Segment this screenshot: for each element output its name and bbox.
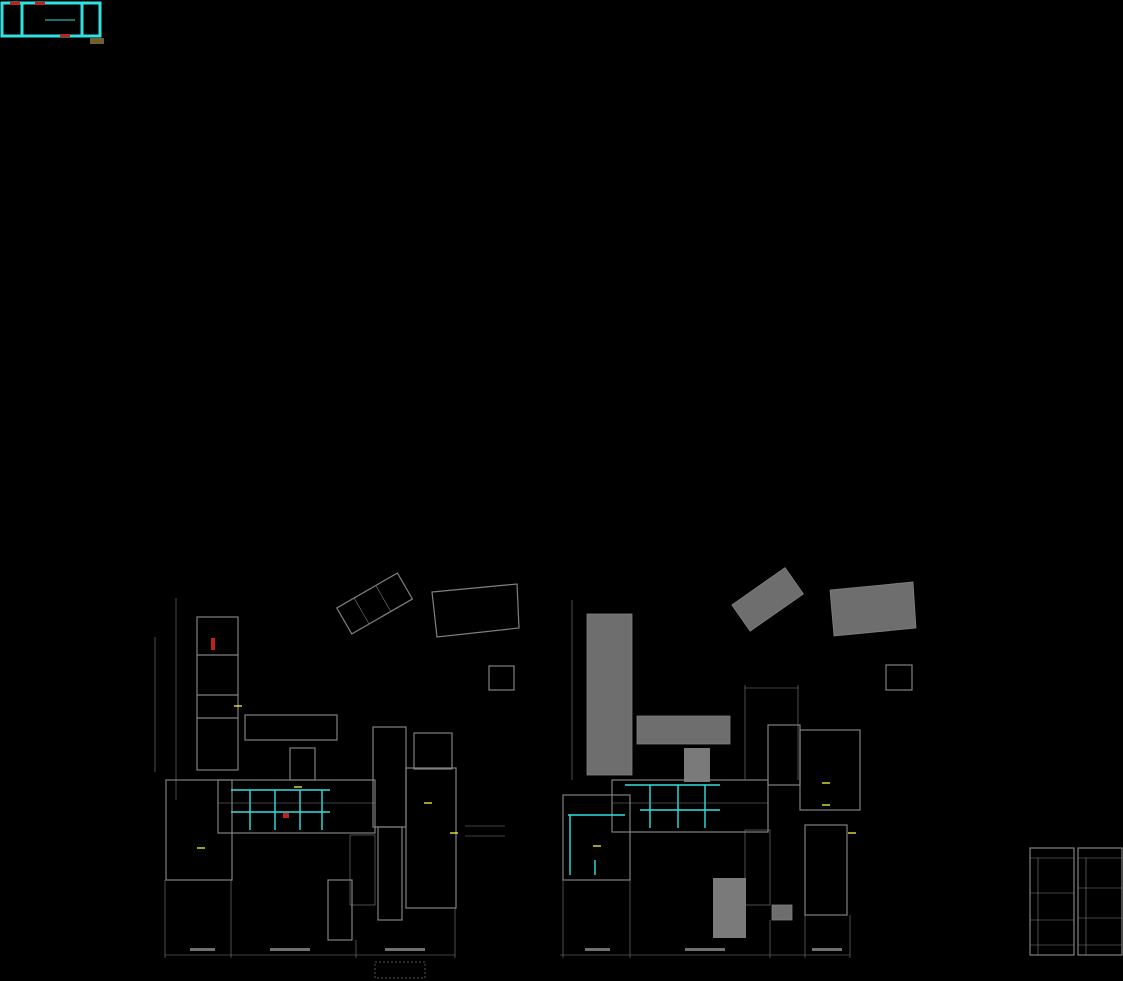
small-room: [289, 747, 316, 781]
hatched-roof-block: [586, 613, 633, 776]
floor-plan-right[interactable]: [560, 567, 917, 958]
exit-arrow-icon: [197, 705, 458, 849]
tank: [885, 664, 913, 691]
table-column: [1037, 858, 1087, 955]
table-rows: [1030, 857, 1122, 946]
thumbnail-stair: [90, 38, 104, 44]
legend-table-right: [1077, 847, 1123, 956]
east-room: [767, 724, 801, 786]
parking-area: [431, 583, 520, 638]
fire-equipment: [211, 638, 215, 650]
dimension-label: [585, 948, 610, 951]
service-block: [744, 829, 771, 906]
detached-building: [335, 572, 414, 635]
dimension-ticks: [164, 880, 456, 958]
hatched-detached-building: [731, 567, 804, 632]
filled-area: [684, 748, 710, 782]
west-block: [165, 779, 233, 881]
east-block: [799, 729, 861, 811]
thumbnail-door: [60, 34, 70, 37]
annex-block: [244, 714, 338, 741]
legend-table-left: [1029, 847, 1075, 956]
thumbnail-plan[interactable]: [0, 1, 104, 44]
stair: [771, 904, 793, 921]
central-corridor-block: [611, 779, 769, 833]
thumbnail-outline: [0, 1, 102, 38]
central-corridor-block: [217, 779, 376, 834]
filled-area: [713, 878, 746, 938]
dimension-line-vertical: [744, 685, 799, 780]
exit-arrow-icon: [593, 782, 856, 847]
west-block: [562, 794, 631, 881]
dimension-ticks: [562, 880, 851, 958]
thumbnail-door: [10, 2, 20, 5]
notes-list: [374, 961, 426, 979]
floor-plan-left[interactable]: [154, 572, 520, 979]
dimension-label: [685, 948, 725, 951]
hatched-parking: [829, 581, 917, 637]
water-pipe-network: [568, 784, 720, 875]
thumbnail-door: [35, 2, 45, 5]
hatched-roof-block: [636, 715, 731, 745]
east-room: [413, 732, 453, 770]
southeast-block: [405, 767, 457, 909]
dimension-label: [812, 948, 842, 951]
dimension-label: [385, 948, 425, 951]
north-wing: [196, 616, 239, 771]
dimension-label: [190, 948, 215, 951]
south-block: [327, 879, 353, 941]
stair-block: [377, 826, 403, 921]
legend-tables[interactable]: [1029, 847, 1123, 956]
water-pipe-network: [231, 789, 330, 830]
access-road: [465, 825, 505, 837]
southeast-block: [804, 824, 848, 916]
tank: [488, 665, 515, 691]
service-block: [349, 834, 376, 906]
dimension-label: [270, 948, 310, 951]
fire-equipment: [283, 813, 289, 818]
east-block: [372, 726, 407, 828]
